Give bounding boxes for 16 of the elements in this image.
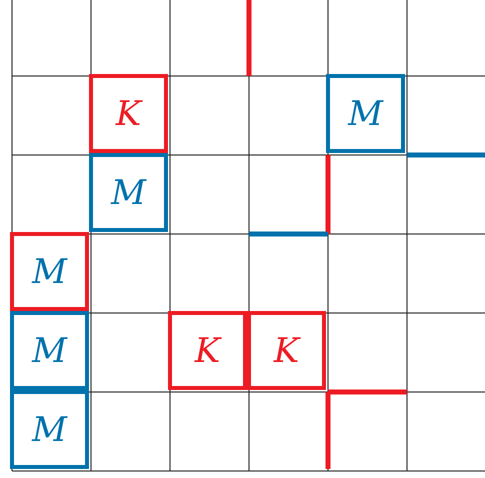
cell-letter: M	[32, 254, 67, 288]
letter-cell	[10, 311, 89, 390]
cell-letter: M	[348, 96, 383, 130]
cell-letter: K	[274, 334, 300, 368]
letter-cell	[247, 311, 326, 390]
letter-cell	[168, 311, 247, 390]
cell-letter: M	[111, 176, 146, 210]
letter-cell	[326, 74, 405, 153]
letter-cell	[89, 153, 168, 232]
cell-letter: M	[32, 334, 67, 368]
cell-letter: K	[194, 334, 220, 368]
cell-letter: M	[32, 412, 67, 446]
letter-cell	[10, 232, 89, 311]
cell-letter: K	[116, 96, 142, 130]
letter-cell	[10, 390, 89, 469]
letter-cell	[89, 74, 168, 153]
